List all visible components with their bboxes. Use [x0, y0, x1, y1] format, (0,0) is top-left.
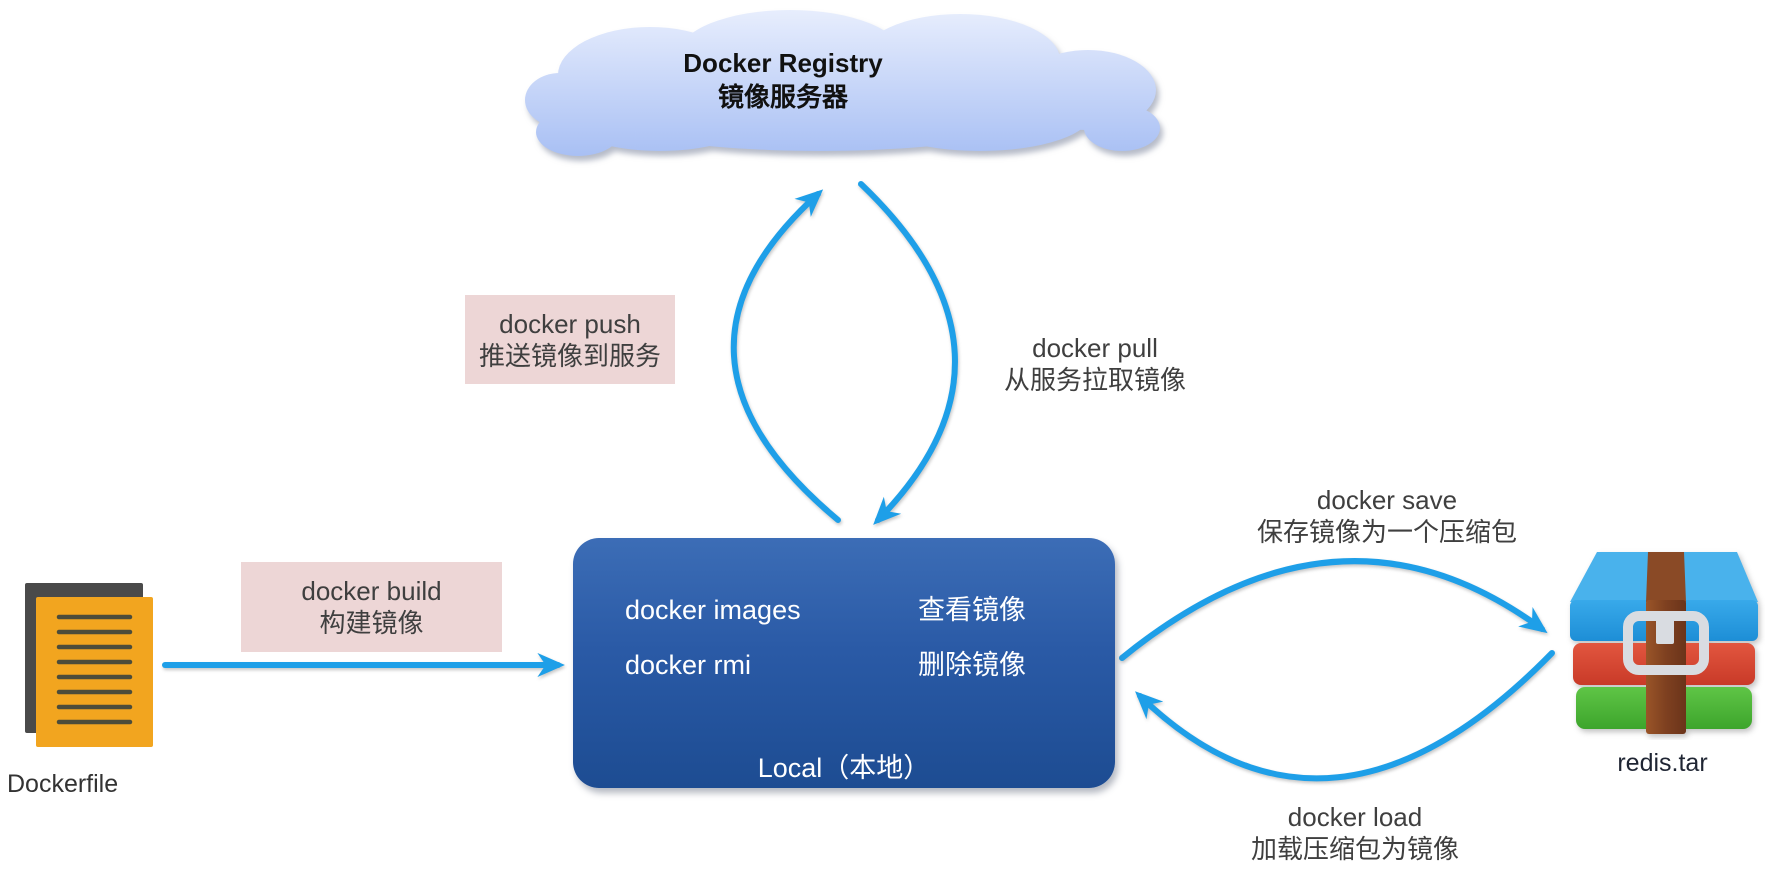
pull-description: 从服务拉取镜像 — [1003, 365, 1186, 395]
push-label: docker push 推送镜像到服务 — [465, 295, 675, 384]
docker-rmi-command: docker rmi — [625, 650, 752, 680]
load-arrow — [1135, 650, 1555, 782]
pull-command: docker pull — [1032, 333, 1158, 363]
save-label: docker save 保存镜像为一个压缩包 — [1222, 484, 1552, 548]
push-description: 推送镜像到服务 — [478, 340, 661, 371]
registry-cloud-shape — [525, 10, 1160, 156]
registry-subtitle: 镜像服务器 — [717, 82, 848, 112]
archive-label: redis.tar — [1617, 749, 1708, 777]
dockerfile-icon — [25, 583, 153, 747]
registry-title: Docker Registry — [683, 48, 883, 78]
pull-label: docker pull 从服务拉取镜像 — [935, 332, 1255, 396]
local-host-box: docker images 查看镜像 docker rmi 删除镜像 Local… — [573, 538, 1115, 788]
push-arrow — [730, 189, 841, 523]
local-box-title: Local（本地） — [757, 753, 931, 783]
build-label: docker build 构建镜像 — [241, 562, 502, 652]
load-description: 加载压缩包为镜像 — [1250, 834, 1459, 864]
build-description: 构建镜像 — [319, 608, 424, 638]
push-command: docker push — [499, 308, 641, 339]
save-description: 保存镜像为一个压缩包 — [1256, 517, 1517, 547]
pull-arrow — [858, 181, 958, 525]
archive-rar-icon — [1570, 552, 1758, 734]
docker-images-description: 查看镜像 — [918, 595, 1026, 625]
load-command: docker load — [1287, 802, 1423, 832]
build-command: docker build — [301, 576, 442, 606]
docker-rmi-description: 删除镜像 — [918, 650, 1026, 680]
load-label: docker load 加载压缩包为镜像 — [1195, 801, 1515, 865]
save-arrow — [1119, 558, 1548, 661]
dockerfile-label: Dockerfile — [7, 770, 119, 798]
save-command: docker save — [1316, 485, 1458, 515]
docker-images-command: docker images — [625, 595, 801, 625]
registry-cloud-label: Docker Registry 镜像服务器 — [633, 46, 933, 114]
